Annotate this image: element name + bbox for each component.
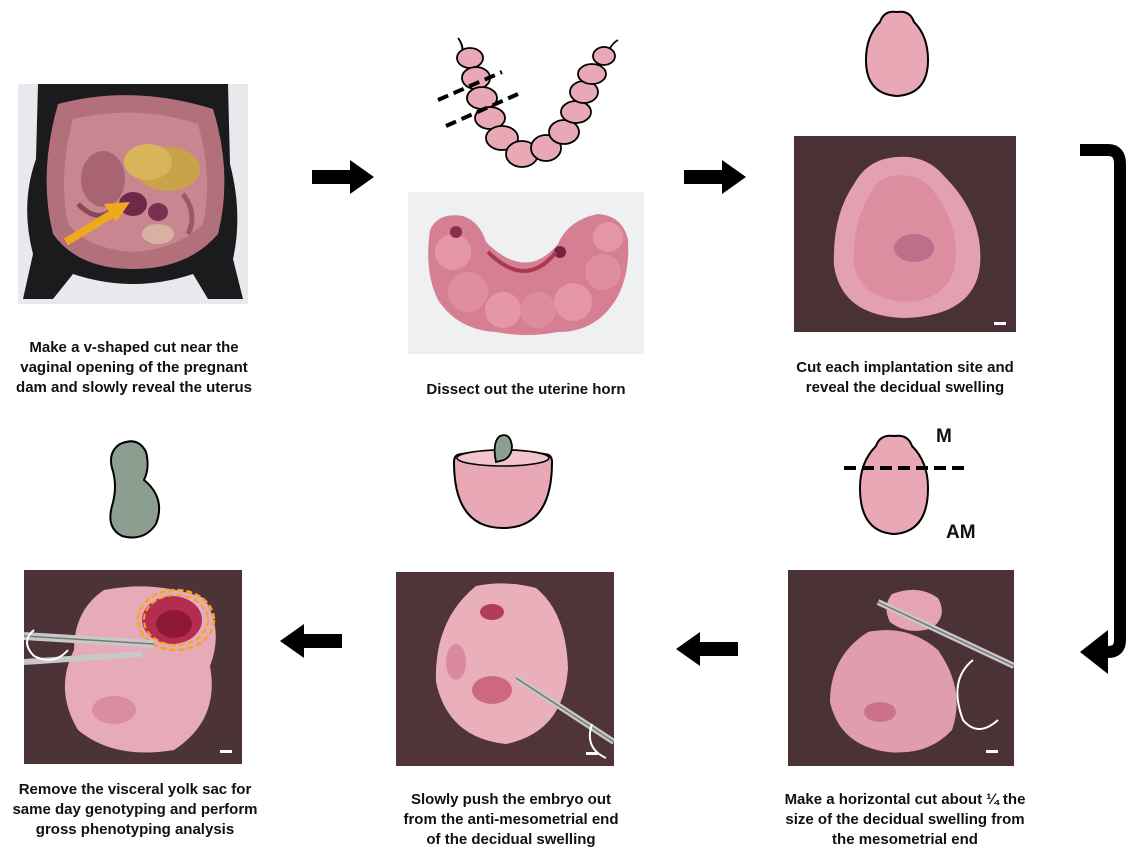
photo-embryo-push bbox=[396, 572, 614, 766]
arrow-left-icon bbox=[280, 624, 342, 658]
caption-step-5: Slowly push the embryo out from the anti… bbox=[376, 790, 646, 850]
arrow-right-icon bbox=[312, 160, 374, 194]
photo-yolk-sac-removal bbox=[24, 570, 242, 764]
curved-arrow-down-icon bbox=[1080, 140, 1136, 680]
caption-step-3: Cut each implantation site and reveal th… bbox=[760, 358, 1050, 398]
label-mesometrial: M bbox=[936, 426, 952, 448]
photo-uterine-horn bbox=[408, 192, 644, 354]
photo-mouse-dissection bbox=[18, 84, 248, 304]
arrow-right-icon bbox=[684, 160, 746, 194]
arrow-left-icon bbox=[676, 632, 738, 666]
caption-step-6: Remove the visceral yolk sac for same da… bbox=[0, 780, 270, 840]
photo-horizontal-cut bbox=[788, 570, 1014, 766]
label-anti-mesometrial: AM bbox=[946, 522, 976, 544]
embryo-push-diagram bbox=[448, 432, 558, 532]
caption-step-1: Make a v-shaped cut near the vaginal ope… bbox=[0, 338, 268, 398]
yolk-sac-diagram bbox=[104, 438, 168, 542]
photo-decidual-swelling bbox=[794, 136, 1016, 332]
caption-step-2: Dissect out the uterine horn bbox=[390, 380, 662, 400]
decidual-swelling-diagram bbox=[862, 8, 932, 100]
caption-step-4: Make a horizontal cut about ¼ the size o… bbox=[760, 790, 1050, 850]
uterine-horn-diagram bbox=[432, 36, 632, 176]
